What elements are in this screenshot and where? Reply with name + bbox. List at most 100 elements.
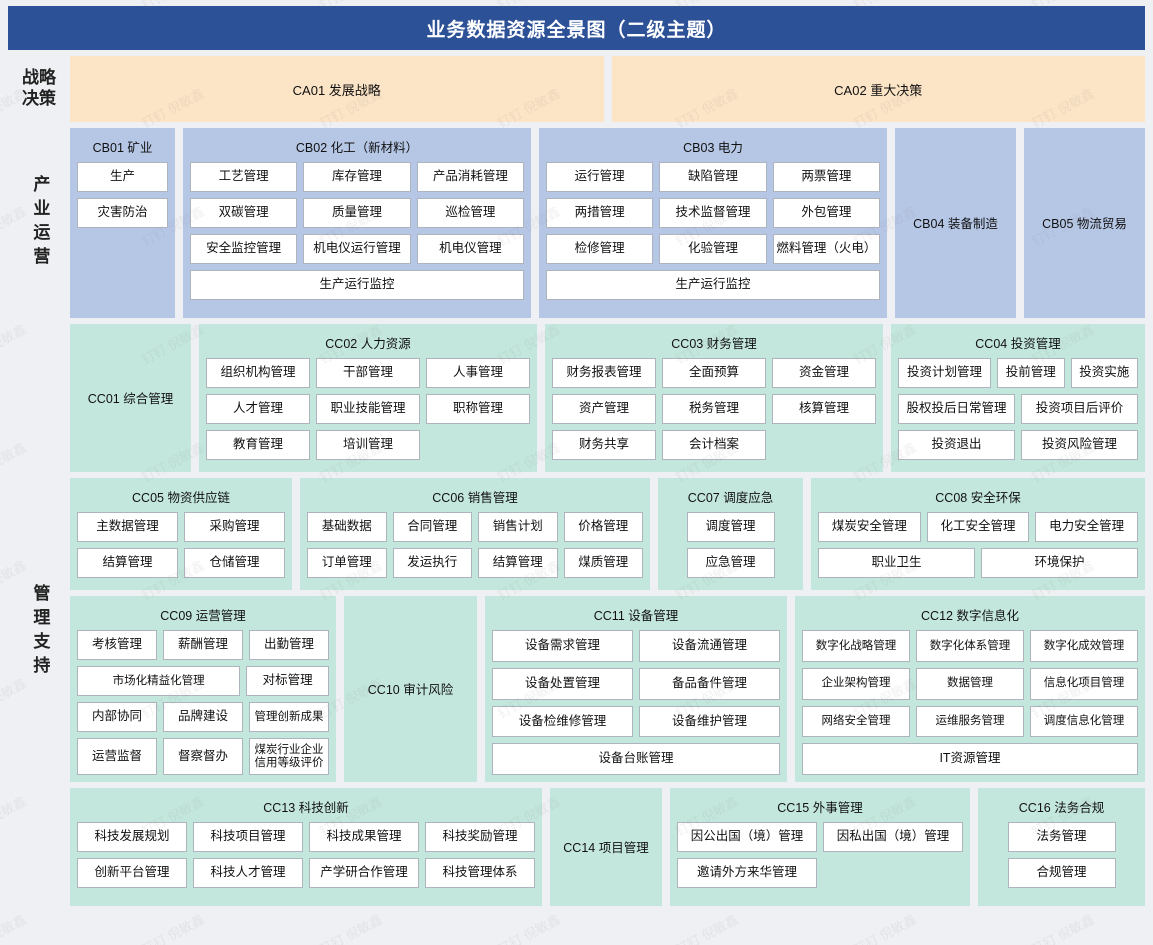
item-cell[interactable]: 应急管理 — [686, 548, 775, 578]
item-cell[interactable]: 考核管理 — [77, 630, 157, 660]
item-cell[interactable]: 机电仪管理 — [416, 234, 524, 264]
item-cell[interactable]: 电力安全管理 — [1035, 512, 1139, 542]
item-cell[interactable]: 巡检管理 — [416, 198, 524, 228]
item-cell[interactable]: 市场化精益化管理 — [77, 666, 241, 696]
item-cell[interactable]: 科技奖励管理 — [425, 822, 535, 852]
item-cell[interactable]: 财务共享 — [552, 430, 656, 460]
item-cell[interactable]: 科技管理体系 — [425, 858, 535, 888]
item-cell[interactable]: 科技项目管理 — [193, 822, 303, 852]
item-cell[interactable]: 价格管理 — [563, 512, 643, 542]
item-cell[interactable]: 企业架构管理 — [802, 667, 910, 700]
item-cell[interactable]: IT资源管理 — [802, 743, 1138, 775]
item-cell[interactable]: 双碳管理 — [190, 198, 298, 228]
item-cell[interactable]: 销售计划 — [478, 512, 558, 542]
item-cell[interactable]: 安全监控管理 — [190, 234, 298, 264]
item-cell[interactable]: 数据管理 — [916, 667, 1024, 700]
item-cell[interactable]: 调度管理 — [686, 512, 775, 542]
item-cell[interactable]: 化验管理 — [659, 234, 767, 264]
item-cell[interactable]: 投资计划管理 — [898, 358, 991, 388]
item-cell[interactable]: 职称管理 — [426, 394, 530, 424]
item-cell[interactable]: 设备检维修管理 — [492, 705, 633, 738]
item-cell[interactable]: 煤炭安全管理 — [818, 512, 921, 542]
item-cell[interactable]: 机电仪运行管理 — [303, 234, 411, 264]
item-cell[interactable]: 品牌建设 — [163, 702, 243, 732]
item-cell[interactable]: 订单管理 — [307, 548, 387, 578]
item-cell[interactable]: 核算管理 — [772, 394, 876, 424]
item-cell[interactable]: 运维服务管理 — [916, 705, 1024, 738]
item-cell[interactable]: 职业技能管理 — [316, 394, 420, 424]
item-cell[interactable]: 设备维护管理 — [639, 705, 780, 738]
item-cell[interactable]: 检修管理 — [546, 234, 654, 264]
item-cell[interactable]: 出勤管理 — [249, 630, 329, 660]
item-cell[interactable]: 投前管理 — [996, 358, 1065, 388]
item-cell[interactable]: 产品消耗管理 — [416, 162, 524, 192]
item-cell[interactable]: 信息化项目管理 — [1030, 667, 1138, 700]
item-cell[interactable]: 人事管理 — [426, 358, 530, 388]
item-cell[interactable]: 科技人才管理 — [193, 858, 303, 888]
item-cell[interactable]: 仓储管理 — [184, 548, 285, 578]
item-cell[interactable]: 生产运行监控 — [190, 270, 524, 300]
item-cell[interactable]: 数字化成效管理 — [1030, 630, 1138, 662]
item-cell[interactable]: 设备流通管理 — [639, 630, 780, 662]
item-cell[interactable]: 税务管理 — [662, 394, 766, 424]
group-cc10[interactable]: CC10 审计风险 — [344, 596, 477, 782]
item-cell[interactable]: 投资退出 — [898, 430, 1015, 460]
item-cell[interactable]: 生产运行监控 — [546, 270, 880, 300]
item-cell[interactable]: 两措管理 — [546, 198, 654, 228]
item-cell[interactable]: 生产 — [77, 162, 168, 192]
item-cell[interactable]: 设备处置管理 — [492, 667, 633, 700]
group-cc14[interactable]: CC14 项目管理 — [550, 788, 662, 906]
item-cell[interactable]: 库存管理 — [303, 162, 411, 192]
item-cell[interactable]: 督察督办 — [163, 738, 243, 775]
item-cell[interactable]: 环境保护 — [981, 548, 1138, 578]
item-cell[interactable]: 科技发展规划 — [77, 822, 187, 852]
item-cell[interactable]: 资金管理 — [772, 358, 876, 388]
item-cell[interactable]: 缺陷管理 — [659, 162, 767, 192]
item-cell[interactable]: 对标管理 — [246, 666, 329, 696]
item-cell[interactable]: 人才管理 — [206, 394, 310, 424]
item-cell[interactable]: 全面预算 — [662, 358, 766, 388]
item-cell[interactable]: 财务报表管理 — [552, 358, 656, 388]
item-cell[interactable]: 合规管理 — [1007, 858, 1116, 888]
item-cell[interactable]: 干部管理 — [316, 358, 420, 388]
item-cell[interactable]: 化工安全管理 — [926, 512, 1030, 542]
item-cell[interactable]: 结算管理 — [77, 548, 178, 578]
item-cell[interactable]: 会计档案 — [662, 430, 766, 460]
item-cell[interactable]: 数字化战略管理 — [802, 630, 910, 662]
group-cb04[interactable]: CB04 装备制造 — [895, 128, 1016, 318]
item-cell[interactable]: 煤炭行业企业信用等级评价 — [249, 738, 329, 775]
item-cell[interactable]: 内部协同 — [77, 702, 157, 732]
item-cell[interactable]: 股权投后日常管理 — [898, 394, 1015, 424]
item-cell[interactable]: 法务管理 — [1007, 822, 1116, 852]
item-cell[interactable]: 调度信息化管理 — [1030, 705, 1138, 738]
group-cc01[interactable]: CC01 综合管理 — [70, 324, 191, 472]
item-cell[interactable]: 设备台账管理 — [492, 743, 780, 775]
group-ca01[interactable]: CA01 发展战略 — [70, 56, 604, 122]
item-cell[interactable]: 发运执行 — [392, 548, 472, 578]
item-cell[interactable]: 运行管理 — [546, 162, 654, 192]
item-cell[interactable]: 创新平台管理 — [77, 858, 187, 888]
item-cell[interactable]: 教育管理 — [206, 430, 310, 460]
item-cell[interactable]: 合同管理 — [392, 512, 472, 542]
item-cell[interactable]: 投资项目后评价 — [1021, 394, 1138, 424]
item-cell[interactable]: 管理创新成果 — [249, 702, 329, 732]
item-cell[interactable]: 邀请外方来华管理 — [677, 858, 817, 888]
item-cell[interactable]: 组织机构管理 — [206, 358, 310, 388]
item-cell[interactable]: 产学研合作管理 — [309, 858, 419, 888]
item-cell[interactable]: 外包管理 — [772, 198, 880, 228]
item-cell[interactable]: 采购管理 — [184, 512, 285, 542]
item-cell[interactable]: 科技成果管理 — [309, 822, 419, 852]
item-cell[interactable]: 工艺管理 — [190, 162, 298, 192]
item-cell[interactable]: 灾害防治 — [77, 198, 168, 228]
item-cell[interactable]: 备品备件管理 — [639, 667, 780, 700]
item-cell[interactable]: 投资风险管理 — [1021, 430, 1138, 460]
item-cell[interactable]: 网络安全管理 — [802, 705, 910, 738]
item-cell[interactable]: 资产管理 — [552, 394, 656, 424]
item-cell[interactable]: 基础数据 — [307, 512, 387, 542]
item-cell[interactable]: 结算管理 — [478, 548, 558, 578]
item-cell[interactable]: 技术监督管理 — [659, 198, 767, 228]
group-cb05[interactable]: CB05 物流贸易 — [1024, 128, 1145, 318]
item-cell[interactable]: 因公出国（境）管理 — [677, 822, 817, 852]
group-ca02[interactable]: CA02 重大决策 — [611, 56, 1145, 122]
item-cell[interactable]: 因私出国（境）管理 — [823, 822, 963, 852]
